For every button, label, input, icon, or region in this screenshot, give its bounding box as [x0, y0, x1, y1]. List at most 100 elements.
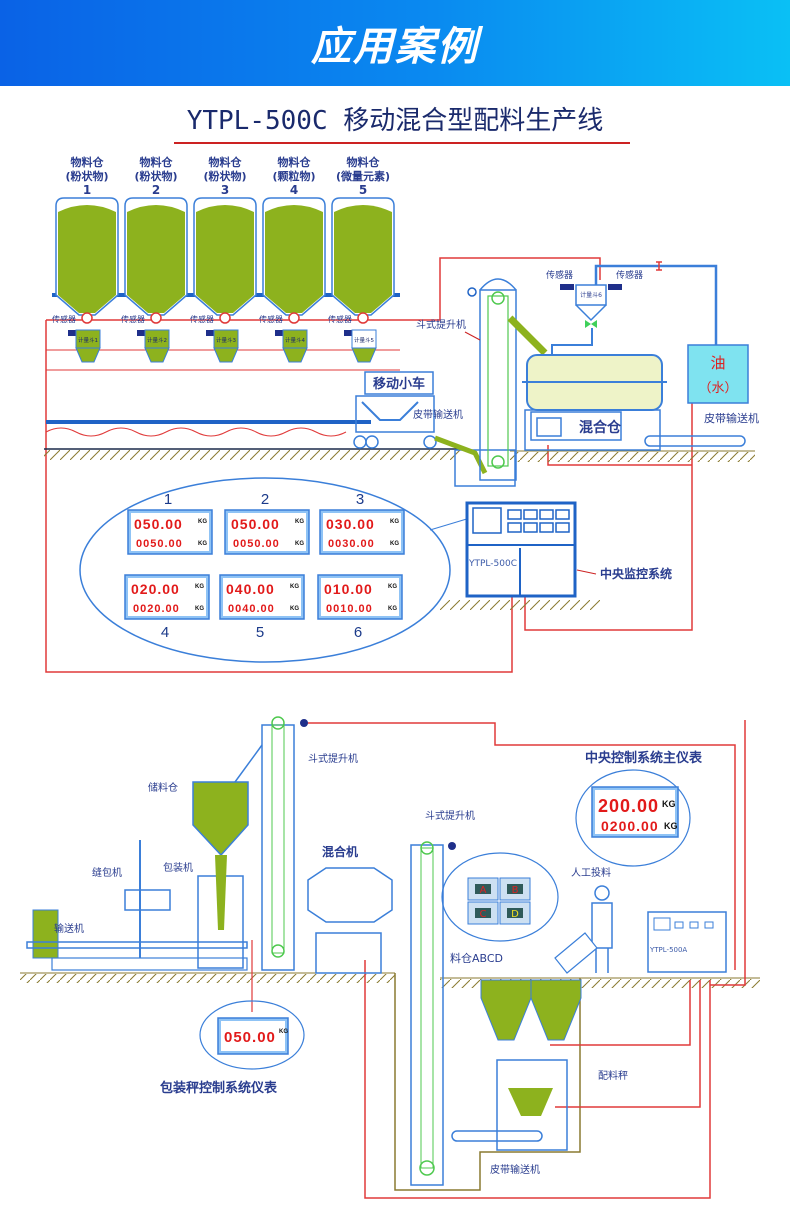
controller-button: [674, 921, 684, 929]
meter-unit: KG: [664, 821, 678, 831]
belt-conveyor-right: [644, 435, 746, 447]
sewing-label: 缝包机: [92, 866, 122, 879]
elevator-belt: [271, 724, 285, 954]
bucket-elevator: [479, 289, 517, 481]
meter-number: 5: [256, 624, 264, 641]
main-meter-panel: [595, 790, 675, 834]
belt-label-right: 皮带输送机: [704, 411, 759, 425]
meter-unit: KG: [195, 584, 204, 590]
belt-label: 皮带输送机: [490, 1163, 540, 1176]
pit-wall: [394, 973, 581, 1191]
storage-label: 储料仓: [148, 781, 178, 794]
elevator-motor: [448, 842, 456, 850]
silo-type: (粉状物): [65, 169, 108, 183]
main-meter-set-value: 200.00: [598, 796, 659, 816]
elevator-head: [479, 278, 517, 291]
elevator-motor: [467, 287, 477, 297]
elevator-pulley: [271, 944, 285, 958]
silo-number: 5: [359, 183, 367, 197]
silo-material: [265, 205, 323, 313]
meter-panel: [323, 513, 401, 551]
load-sensor: [137, 330, 147, 336]
cart-label-box: [364, 371, 434, 395]
silo-material: [127, 205, 185, 313]
manual-label: 人工投料: [571, 866, 611, 879]
mobile-cart: [355, 395, 435, 433]
meter-unit: KG: [388, 584, 397, 590]
meter-panel: [128, 578, 206, 616]
controller-button: [507, 509, 522, 520]
silo-number: 1: [83, 183, 91, 197]
elevator-pulley: [271, 716, 285, 730]
sensor-label: 传感器: [546, 269, 573, 281]
pipe-valve: [656, 261, 662, 271]
sensor-label: 传感器: [616, 269, 643, 281]
bins-label: 料仓ABCD: [450, 951, 503, 965]
meter-set-value: 020.00: [131, 581, 180, 597]
ground-hatch: [440, 600, 600, 610]
main-meter-callout: [575, 769, 691, 867]
weigh-hopper-label: 计量斗3: [216, 336, 237, 344]
weigh-hopper-6: [575, 284, 607, 306]
silo-number: 3: [221, 183, 229, 197]
meter-unit: KG: [390, 541, 399, 547]
mixer-stand: [315, 932, 382, 974]
scale-hopper: [508, 1088, 553, 1116]
silo-title: 物料仓: [140, 155, 174, 169]
worker-head: [594, 885, 610, 901]
sewing-machine: [124, 889, 171, 911]
elevator-feed: [234, 744, 263, 783]
control-wire: [305, 722, 736, 970]
meter-set-value: 050.00: [134, 516, 183, 532]
ground-hatch: [20, 974, 395, 983]
load-sensor: [560, 284, 574, 290]
controller-label: 中央监控系统: [600, 566, 672, 581]
belt-label-left: 皮带输送机: [413, 408, 463, 421]
controller-model-500a: YTPL-500A: [649, 946, 687, 954]
controller-button: [555, 509, 570, 520]
cart-label: 移动小车: [373, 376, 425, 392]
controller-button: [539, 522, 554, 533]
pit: [454, 449, 516, 487]
liquid-pipe: [594, 264, 718, 345]
meter-unit: KG: [390, 519, 399, 525]
controller-button: [689, 921, 699, 929]
meter-unit: KG: [295, 541, 304, 547]
silo-number: 2: [152, 183, 160, 197]
weigh-hopper-cone: [282, 347, 308, 363]
banner-title: 应用案例: [311, 24, 479, 70]
conveyor-base: [51, 957, 248, 971]
silo-number: 4: [290, 183, 298, 197]
controller-screen: [653, 917, 671, 931]
bucket-elevator-2: [410, 844, 444, 1186]
load-sensor: [206, 330, 216, 336]
bin-letter: C: [480, 909, 487, 920]
meter-panel: [321, 578, 399, 616]
cable-wave: [45, 427, 347, 437]
control-wire: [710, 720, 746, 986]
belt-conveyor: [451, 1130, 543, 1142]
weigh-hopper-cone: [351, 347, 377, 363]
weigh-hopper-label: 计量斗5: [354, 336, 375, 344]
worker-body: [591, 902, 613, 973]
bin-hopper: [480, 979, 532, 1041]
meter-number: 2: [261, 491, 269, 508]
silo-valve: [150, 312, 162, 324]
bucket-elevator-1: [261, 724, 295, 971]
meter-unit: KG: [388, 606, 397, 612]
mixer-label: 混合仓: [579, 419, 622, 436]
silo-type: (粉状物): [134, 169, 177, 183]
control-wire: [550, 980, 691, 1046]
leader-line: [576, 569, 597, 575]
elevator-pulley: [420, 841, 434, 855]
controller-model: YTPL-500C: [468, 559, 517, 569]
elevator-belt: [420, 847, 434, 1169]
